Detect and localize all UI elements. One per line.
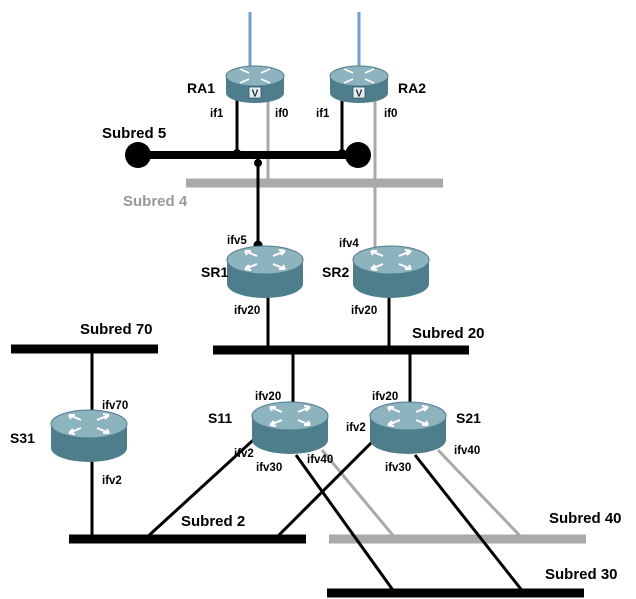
s21-ifv2-link: [273, 430, 384, 541]
s21-router[interactable]: [369, 401, 447, 455]
ra2-if1-dot: [338, 149, 346, 157]
s31-label: S31: [10, 430, 35, 446]
sr2-ifv20-label: ifv20: [351, 305, 377, 317]
s11-ifv2-label: ifv2: [234, 448, 254, 460]
s31-ifv2-label: ifv2: [102, 475, 122, 487]
s11-label: S11: [208, 410, 232, 426]
sr2-label: SR2: [322, 264, 349, 280]
s11-ifv40-label: ifv40: [307, 454, 333, 466]
sr1-label: SR1: [201, 264, 228, 280]
subred2-label: Subred 2: [181, 513, 245, 530]
s11-ifv20-label: ifv20: [255, 391, 281, 403]
ra1-badge: [248, 86, 262, 99]
ra2-label: RA2: [398, 80, 426, 96]
subred5-right-terminator: [345, 142, 371, 168]
subred4-label: Subred 4: [123, 193, 188, 210]
s11-ifv40-link: [320, 449, 398, 540]
ra1-badge-text: V: [252, 89, 259, 100]
ra2-badge: [352, 86, 366, 99]
ra1-label: RA1: [187, 80, 215, 96]
s21-ifv20-label: ifv20: [372, 391, 398, 403]
s21-ifv30-link: [413, 454, 526, 594]
subred5-label: Subred 5: [102, 125, 166, 142]
s21-label: S21: [456, 410, 481, 426]
s31-ifv70-label: ifv70: [102, 400, 128, 412]
s21-ifv30-label: ifv30: [385, 462, 411, 474]
s31-router[interactable]: [50, 409, 128, 463]
subred30-label: Subred 30: [545, 566, 618, 583]
sr1-router[interactable]: [226, 245, 304, 299]
subred40-label: Subred 40: [549, 510, 622, 527]
ra2-router[interactable]: V: [329, 65, 389, 104]
s21-ifv40-link: [436, 448, 525, 541]
sr2-router[interactable]: [352, 245, 430, 299]
s11-ifv30-label: ifv30: [256, 462, 282, 474]
s11-ifv30-link: [294, 454, 397, 594]
sr1-ifv5-top-dot: [254, 159, 262, 167]
ra1-router[interactable]: V: [225, 65, 285, 104]
s11-router[interactable]: [251, 401, 329, 455]
subred70-label: Subred 70: [80, 321, 153, 338]
ra1-if1-label: if1: [210, 108, 224, 120]
sr1-ifv5-label: ifv5: [227, 235, 247, 247]
s21-ifv40-label: ifv40: [454, 445, 480, 457]
sr1-ifv20-label: ifv20: [234, 305, 260, 317]
subred5-left-terminator: [125, 142, 151, 168]
sr2-ifv4-label: ifv4: [339, 238, 359, 250]
ra2-if1-label: if1: [316, 108, 330, 120]
s11-ifv2-link: [143, 430, 264, 541]
ra2-if0-label: if0: [384, 108, 397, 120]
s21-ifv2-label: ifv2: [346, 422, 366, 434]
ra2-badge-text: V: [356, 89, 363, 100]
subred20-label: Subred 20: [412, 325, 485, 342]
ra1-if1-dot: [233, 149, 241, 157]
ra1-if0-label: if0: [275, 108, 288, 120]
